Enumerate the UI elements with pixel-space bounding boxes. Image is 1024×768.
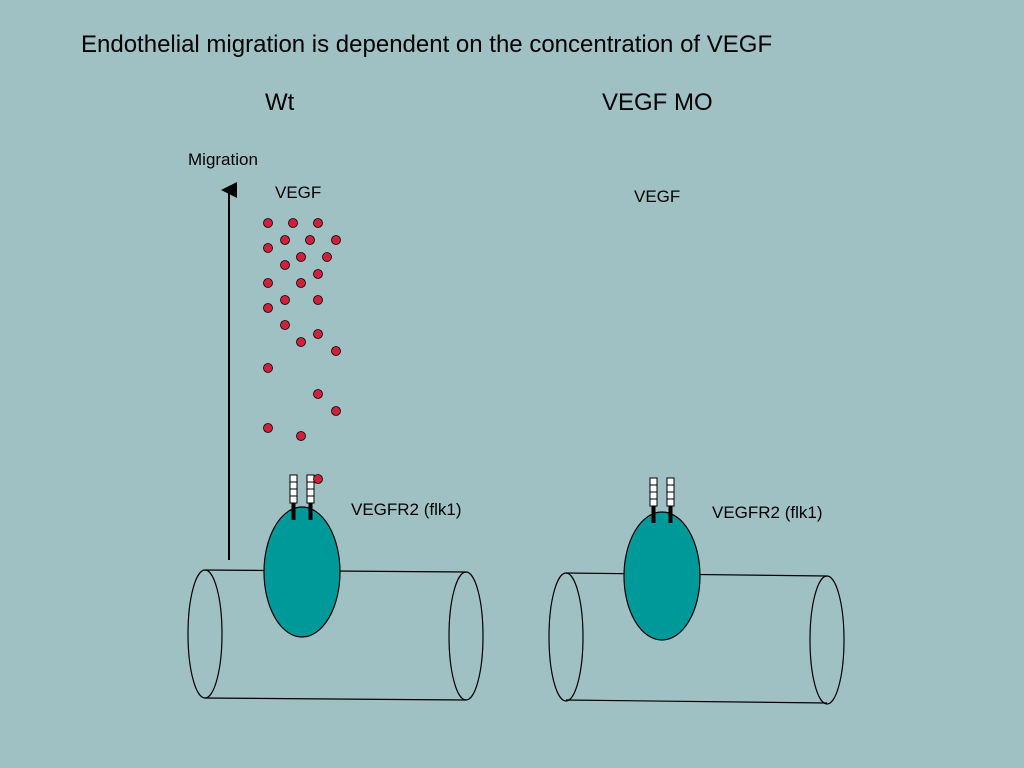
- slide-title: Endothelial migration is dependent on th…: [81, 31, 773, 58]
- vegf-dot: [280, 235, 290, 245]
- panel-heading-wt: Wt: [265, 89, 295, 116]
- vegfr2-receptor-wt-1: [289, 474, 298, 520]
- vegf-dot: [263, 218, 273, 228]
- vegf-dot: [263, 363, 273, 373]
- vegf-dot: [288, 218, 298, 228]
- vegf-dot: [280, 320, 290, 330]
- endothelial-cell-wt: [263, 506, 341, 638]
- vegf-dot: [296, 431, 306, 441]
- vegf-dot: [305, 235, 315, 245]
- vegf-dot: [296, 278, 306, 288]
- vegf-dot: [263, 303, 273, 313]
- vegf-label-wt: VEGF: [275, 183, 322, 202]
- receptor-label-wt: VEGFR2 (flk1): [351, 500, 462, 519]
- vegf-dot: [280, 260, 290, 270]
- vegf-dot: [296, 337, 306, 347]
- vegf-dot: [313, 269, 323, 279]
- vegf-dot: [331, 346, 341, 356]
- vegfr2-receptor-mo-2: [666, 477, 675, 523]
- vegf-dot: [313, 329, 323, 339]
- vegf-dot: [263, 278, 273, 288]
- panel-heading-vegf-mo: VEGF MO: [602, 89, 713, 116]
- vegf-dot: [322, 252, 332, 262]
- vegf-dot: [331, 235, 341, 245]
- vegf-molecules-wt: [263, 218, 341, 484]
- receptor-label-mo: VEGFR2 (flk1): [712, 503, 823, 522]
- endothelial-cell-mo: [623, 511, 701, 641]
- vegf-dot: [263, 423, 273, 433]
- vegf-dot: [313, 218, 323, 228]
- vegf-dot: [313, 389, 323, 399]
- vegf-dot: [296, 252, 306, 262]
- vegf-dot: [263, 243, 273, 253]
- vegfr2-receptor-mo-1: [649, 477, 658, 523]
- migration-axis-label: Migration: [188, 150, 258, 169]
- vegf-dot: [280, 295, 290, 305]
- vegf-dot: [313, 295, 323, 305]
- vegf-dot: [313, 474, 323, 484]
- vegf-dot: [331, 406, 341, 416]
- vegf-label-mo: VEGF: [634, 187, 681, 206]
- vegfr2-receptor-wt-2: [306, 474, 315, 520]
